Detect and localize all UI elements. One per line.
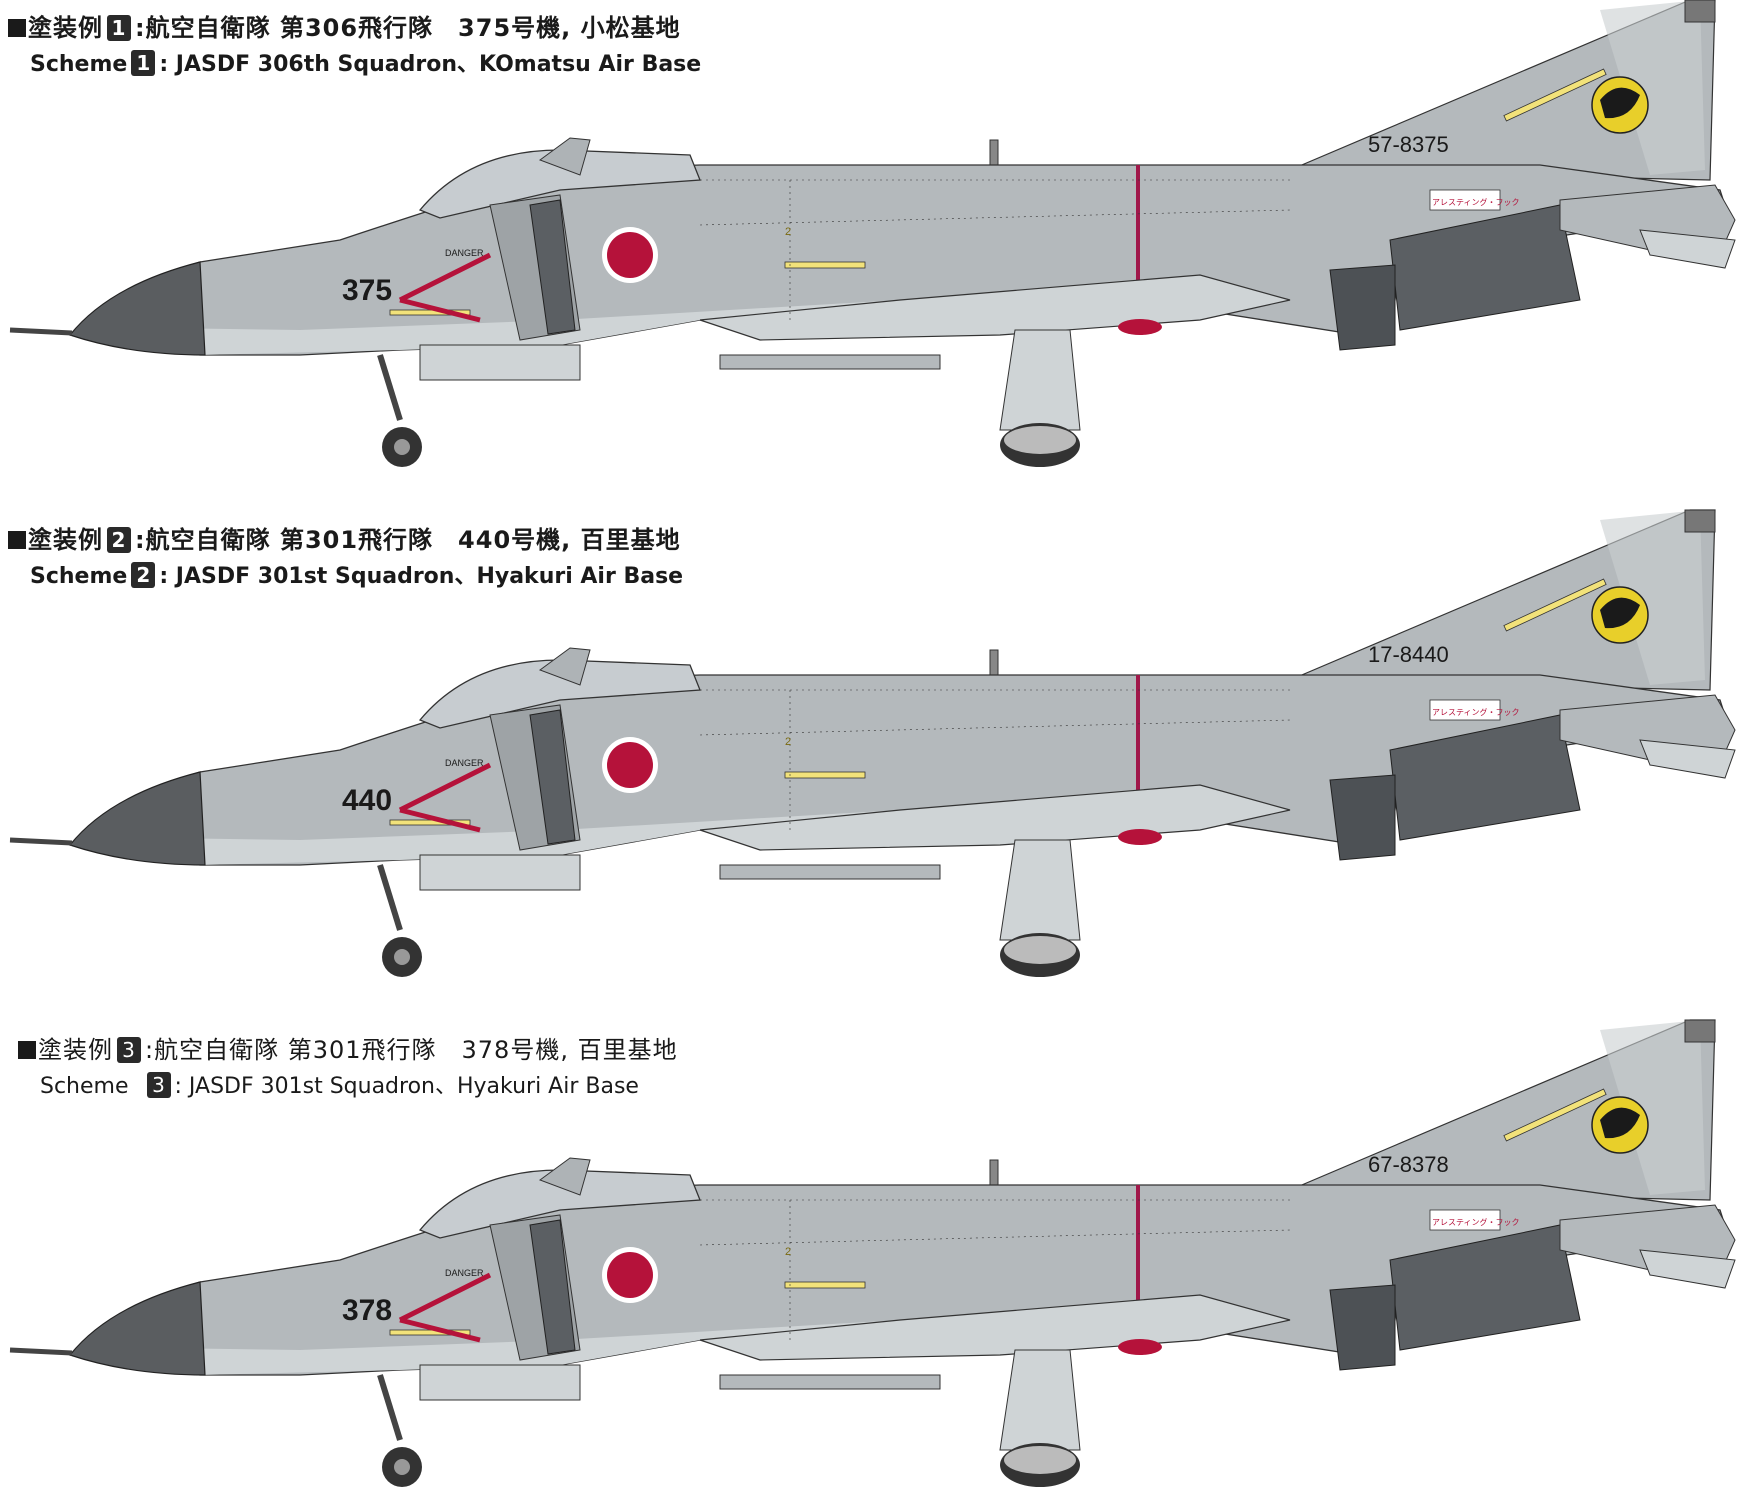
- jp-prefix: 塗装例: [28, 14, 103, 42]
- scheme-number-badge: 2: [107, 527, 131, 553]
- aircraft-scheme-3: [10, 1020, 1735, 1487]
- en-text: : JASDF 301st Squadron、Hyakuri Air Base: [174, 1074, 639, 1099]
- scheme-number-badge: 3: [117, 1037, 141, 1063]
- danger-stencil: DANGER: [445, 758, 484, 768]
- nose-number: 378: [342, 1294, 392, 1327]
- bullet-square-icon: [8, 19, 26, 37]
- scheme-number-badge: 1: [107, 15, 131, 41]
- arresting-hook-stencil: アレスティング・フック: [1432, 1217, 1520, 1227]
- panel-digit: 2: [785, 736, 791, 748]
- scheme-number-badge: 3: [146, 1072, 171, 1098]
- jp-text: :航空自衛隊 第301飛行隊 378号機, 百里基地: [145, 1036, 678, 1064]
- en-text: : JASDF 306th Squadron、KOmatsu Air Base: [159, 52, 702, 77]
- scheme-en-caption: Scheme 3: JASDF 301st Squadron、Hyakuri A…: [40, 1068, 639, 1100]
- jp-text: :航空自衛隊 第306飛行隊 375号機, 小松基地: [135, 14, 681, 42]
- danger-stencil: DANGER: [445, 1268, 484, 1278]
- jp-text: :航空自衛隊 第301飛行隊 440号機, 百里基地: [135, 526, 681, 554]
- en-prefix: Scheme: [30, 52, 128, 77]
- aircraft-scheme-2: [10, 510, 1735, 977]
- jp-prefix: 塗装例: [38, 1036, 113, 1064]
- panel-digit: 2: [785, 1246, 791, 1258]
- scheme-number-badge: 1: [131, 50, 156, 76]
- nose-number: 440: [342, 784, 392, 817]
- bullet-square-icon: [18, 1041, 36, 1059]
- bullet-square-icon: [8, 531, 26, 549]
- tail-number: 67-8378: [1368, 1152, 1449, 1177]
- en-prefix: Scheme: [40, 1074, 129, 1099]
- tail-number: 17-8440: [1368, 642, 1449, 667]
- aircraft-scheme-1: [10, 0, 1735, 467]
- arresting-hook-stencil: アレスティング・フック: [1432, 197, 1520, 207]
- en-text: : JASDF 301st Squadron、Hyakuri Air Base: [159, 564, 684, 589]
- en-prefix: Scheme: [30, 564, 128, 589]
- jp-prefix: 塗装例: [28, 526, 103, 554]
- arresting-hook-stencil: アレスティング・フック: [1432, 707, 1520, 717]
- danger-stencil: DANGER: [445, 248, 484, 258]
- tail-number: 57-8375: [1368, 132, 1449, 157]
- nose-number: 375: [342, 274, 392, 307]
- scheme-number-badge: 2: [131, 562, 156, 588]
- panel-digit: 2: [785, 226, 791, 238]
